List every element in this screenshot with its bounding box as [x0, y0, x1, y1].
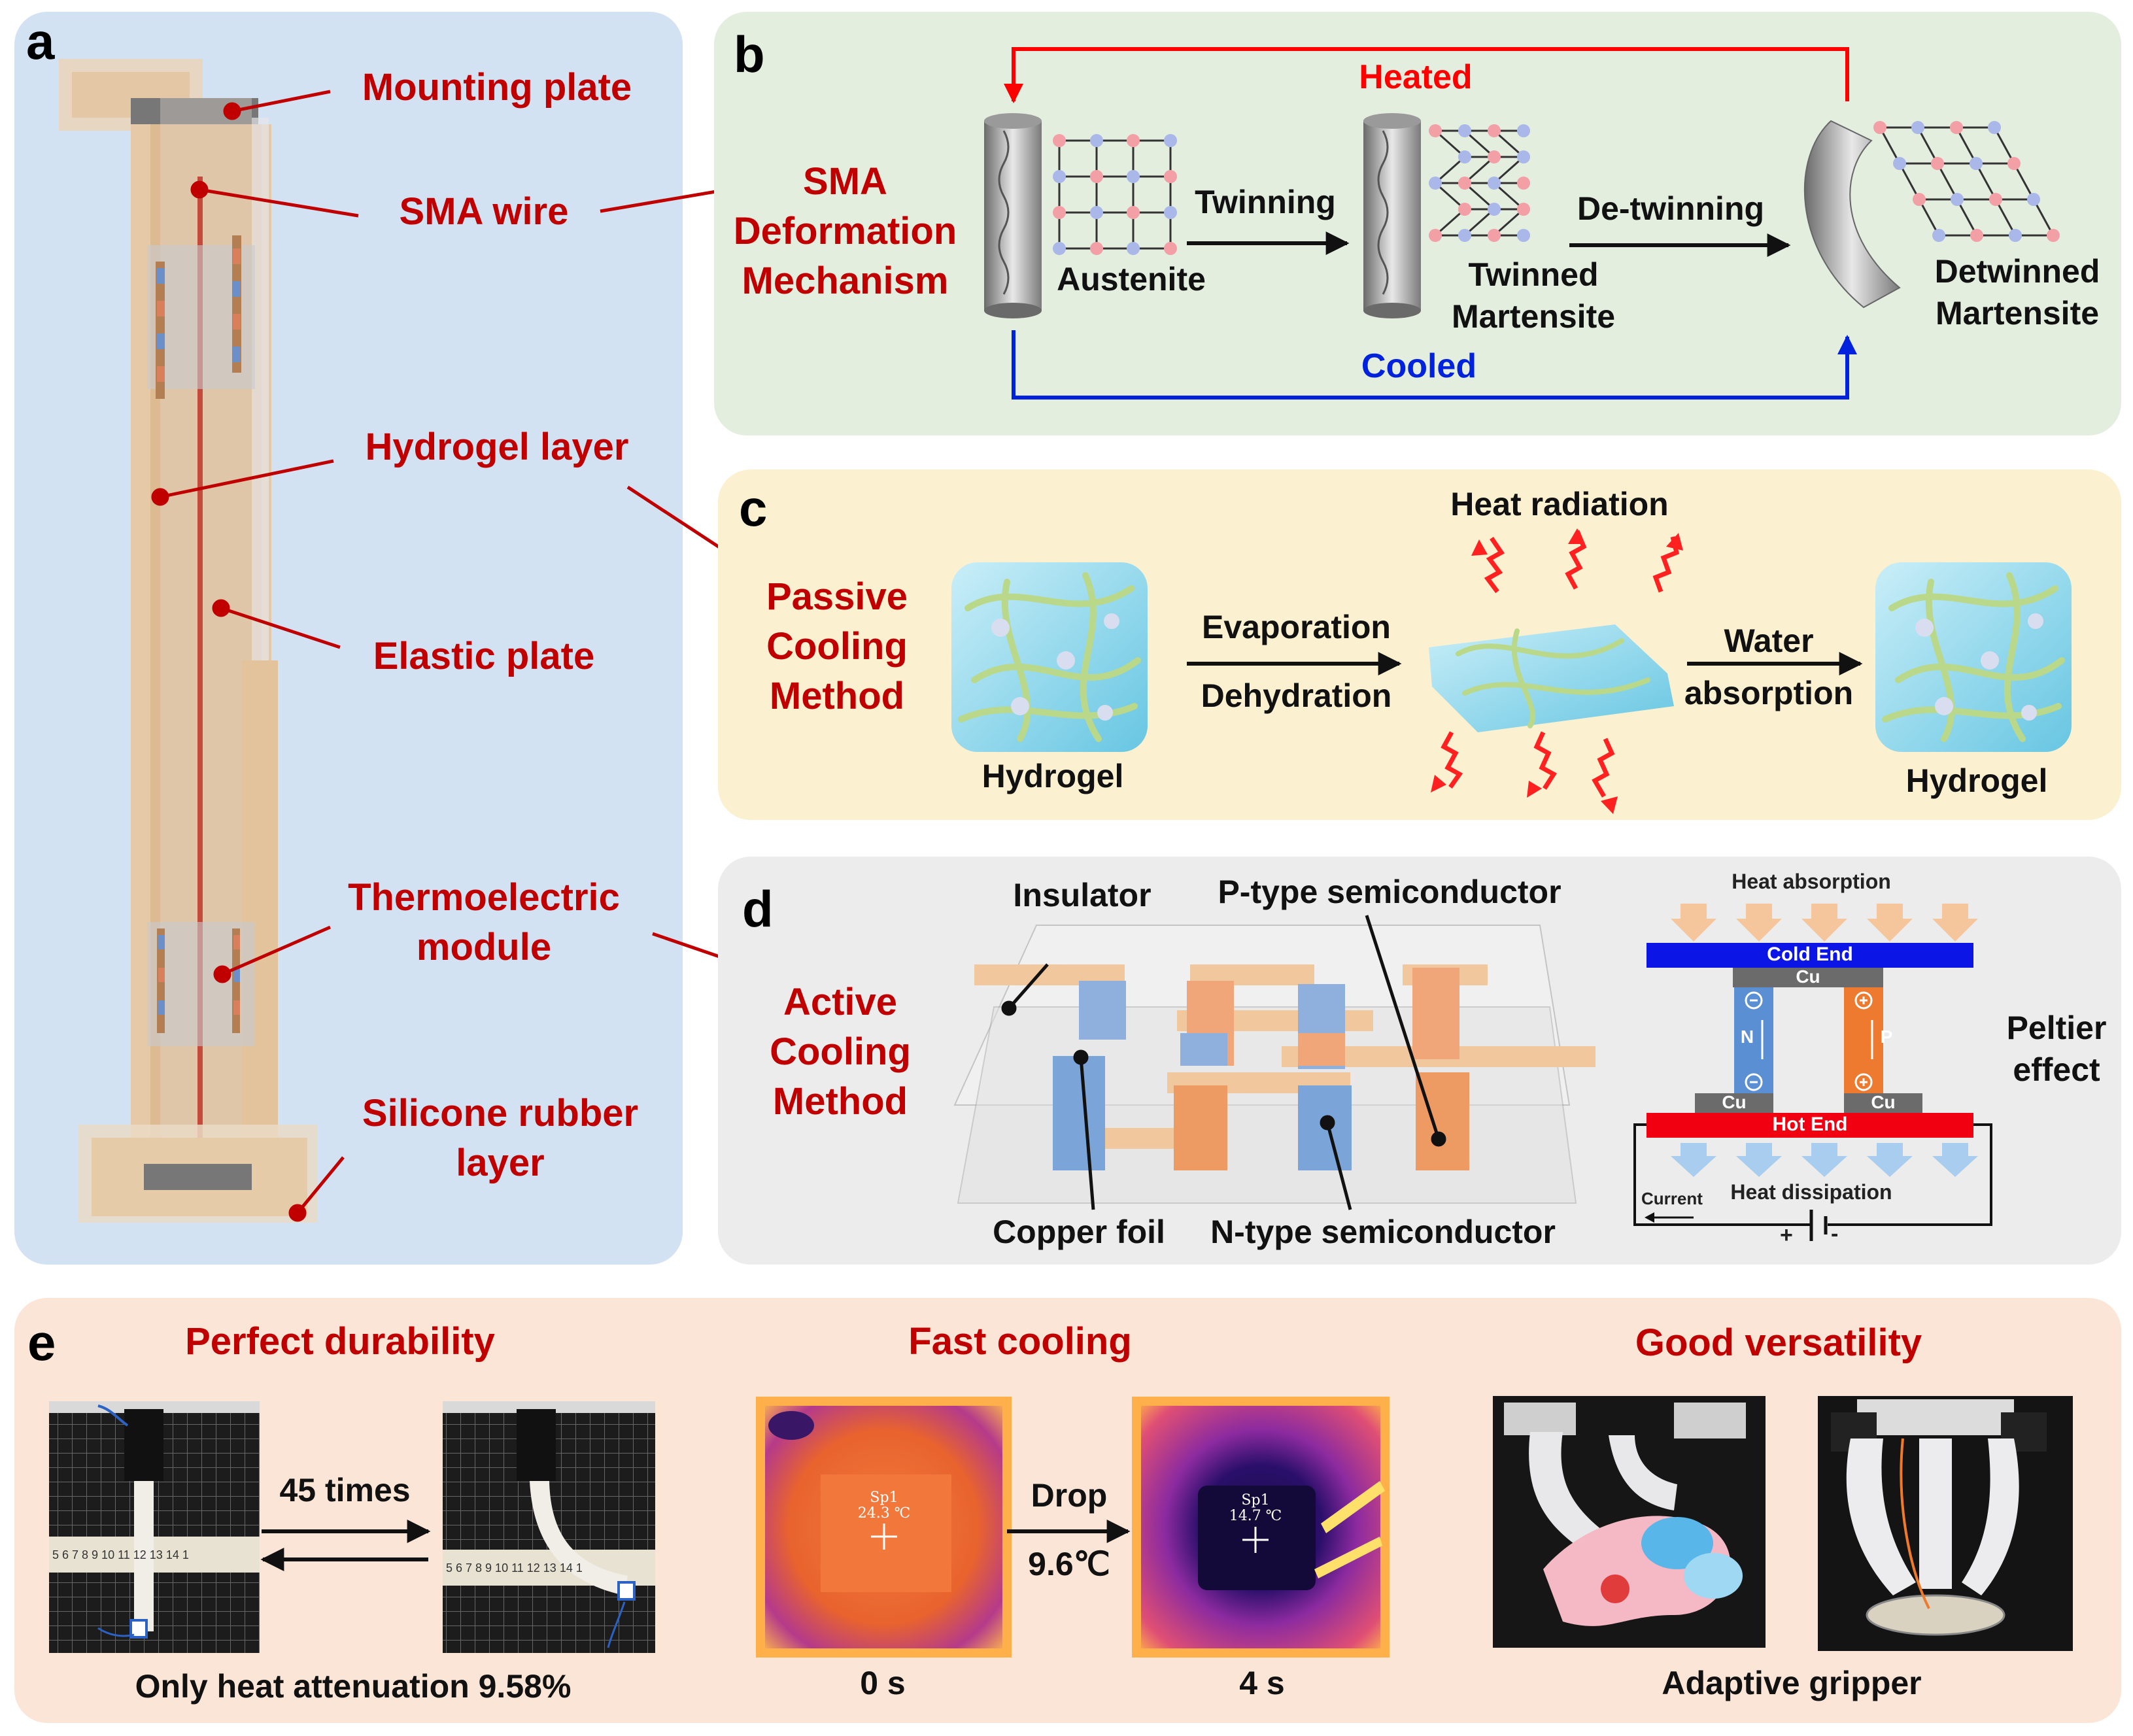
hydrogel-left-label: Hydrogel [981, 758, 1124, 794]
cu-bottom-left-label: Cu [1722, 1092, 1747, 1112]
p-leg-label: P [1880, 1027, 1893, 1047]
drop-label: Drop [1031, 1477, 1108, 1514]
ruler-numbers-2: 5 6 7 8 9 10 11 12 13 14 1 [446, 1561, 583, 1574]
gripper-caption: Adaptive gripper [1662, 1665, 1922, 1701]
panel-e [14, 1298, 2121, 1723]
panel-c-title: Passive Cooling Method [766, 575, 908, 717]
twinning-label: Twinning [1195, 184, 1336, 220]
label-hydrogel-layer: Hydrogel layer [365, 426, 629, 468]
current-label: Current [1641, 1189, 1703, 1208]
twinned-martensite-label: Twinned Martensite [1451, 256, 1616, 335]
panel-e-letter: e [27, 1314, 56, 1371]
hydrogel-right-label: Hydrogel [1905, 762, 2048, 799]
panel-d-letter: d [742, 880, 774, 938]
battery-minus: - [1831, 1221, 1839, 1246]
insulator-label: Insulator [1013, 877, 1152, 913]
battery-plus: + [1780, 1223, 1793, 1248]
cu-top-label: Cu [1796, 966, 1820, 987]
temp-readout-0: 24.3 ℃ [857, 1505, 911, 1522]
label-sma-wire: SMA wire [399, 190, 569, 233]
fast-cooling-title: Fast cooling [908, 1320, 1132, 1363]
sp-label-1: Sp1 [1241, 1492, 1270, 1508]
hot-end-label: Hot End [1772, 1114, 1848, 1135]
water-absorption-label: Water absorption [1684, 622, 1854, 711]
n-type-label: N-type semiconductor [1210, 1214, 1556, 1250]
time-0: 0 s [860, 1665, 906, 1701]
cu-bottom-right-label: Cu [1871, 1092, 1896, 1112]
austenite-label: Austenite [1057, 261, 1206, 298]
temp-readout-1: 14.7 ℃ [1229, 1508, 1282, 1524]
cooled-label: Cooled [1361, 347, 1477, 385]
panel-c-letter: c [739, 479, 768, 537]
drop-value: 9.6℃ [1028, 1546, 1110, 1582]
panel-a-letter: a [26, 12, 55, 70]
heat-absorption-label: Heat absorption [1732, 870, 1891, 893]
heat-dissipation-label: Heat dissipation [1730, 1180, 1892, 1204]
label-thermoelectric-module: Thermoelectric module [348, 876, 620, 968]
dehydration-label: Dehydration [1201, 677, 1392, 714]
ruler-numbers-1: 5 6 7 8 9 10 11 12 13 14 1 [52, 1548, 189, 1561]
panel-a [14, 12, 683, 1265]
detwinned-martensite-label: Detwinned Martensite [1934, 253, 2100, 332]
peltier-effect-label: Peltier effect [2006, 1010, 2107, 1088]
cold-end-label: Cold End [1767, 944, 1853, 965]
panel-b-letter: b [734, 26, 765, 83]
heated-label: Heated [1359, 58, 1473, 96]
evaporation-label: Evaporation [1202, 609, 1391, 645]
label-silicone-rubber-layer: Silicone rubber layer [362, 1092, 639, 1184]
label-elastic-plate: Elastic plate [373, 635, 595, 677]
versatility-title: Good versatility [1635, 1321, 1922, 1364]
panel-d-title: Active Cooling Method [770, 981, 911, 1123]
time-1: 4 s [1239, 1665, 1285, 1701]
sp-label-0: Sp1 [870, 1489, 898, 1506]
de-twinning-label: De-twinning [1577, 190, 1765, 227]
cycles-label: 45 times [279, 1472, 411, 1508]
label-mounting-plate: Mounting plate [362, 66, 632, 109]
heat-radiation-label: Heat radiation [1450, 486, 1669, 522]
n-leg-label: N [1740, 1027, 1754, 1047]
copper-foil-label: Copper foil [993, 1214, 1165, 1250]
durability-caption: Only heat attenuation 9.58% [135, 1668, 572, 1705]
durability-title: Perfect durability [185, 1320, 495, 1363]
p-type-label: P-type semiconductor [1218, 874, 1561, 910]
panel-b-title: SMA Deformation Mechanism [733, 160, 957, 302]
